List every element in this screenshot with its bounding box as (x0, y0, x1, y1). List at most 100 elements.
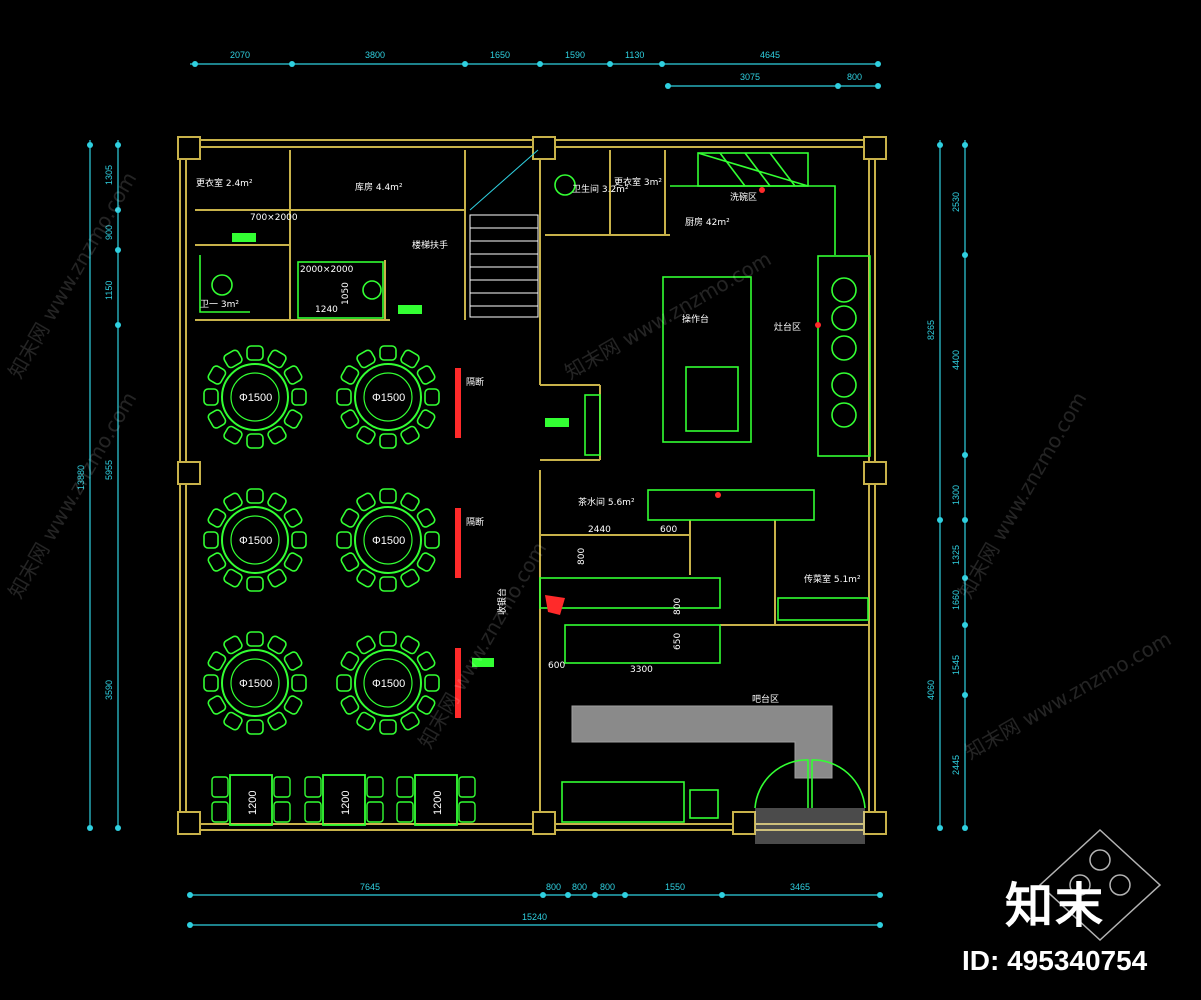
table-inner-ring (230, 515, 280, 565)
inner-dim-7: 800 (577, 548, 587, 565)
chair (416, 695, 436, 715)
inner-dim-3: 1240 (315, 305, 338, 315)
top-sub-dim-1: 3075 (740, 72, 760, 82)
chair (304, 776, 322, 798)
top-dim-5: 1130 (625, 50, 644, 60)
watermark-5: 知末网 www.znzmo.com (954, 388, 1092, 603)
chair (400, 425, 420, 445)
chair (267, 568, 287, 588)
table-inner-ring (363, 515, 413, 565)
left-dim-2: 900 (104, 225, 114, 240)
chair (356, 349, 376, 369)
room-label-cashier: 收银台 (496, 588, 508, 615)
room-label-tea: 茶水间 5.6m² (578, 496, 635, 508)
round-table: Φ1500 (203, 345, 307, 449)
chair (458, 776, 476, 798)
chair (223, 425, 243, 445)
right-dim-5: 1660 (951, 590, 961, 610)
table-top (354, 363, 422, 431)
staircase (469, 149, 539, 318)
round-table: Φ1500 (336, 345, 440, 449)
table-size-label: 1200 (340, 791, 352, 815)
entrance-doors (754, 759, 866, 809)
rect-table: 1200 (211, 774, 291, 826)
chair (400, 635, 420, 655)
inner-dim-8: 3300 (630, 665, 653, 675)
chair (203, 674, 219, 692)
inner-dim-10: 800 (673, 598, 683, 615)
round-table: Φ1500 (203, 488, 307, 592)
left-dim-5: 3590 (104, 680, 114, 700)
chair (223, 711, 243, 731)
table-size-label: Φ1500 (239, 535, 272, 547)
table-inner-ring (363, 658, 413, 708)
chair (400, 711, 420, 731)
inner-dim-6: 600 (660, 525, 677, 535)
chair (424, 674, 440, 692)
chair (379, 576, 397, 592)
chair (340, 552, 360, 572)
chair (203, 388, 219, 406)
table-size-label: Φ1500 (372, 535, 405, 547)
table-top (221, 506, 289, 574)
chair (400, 492, 420, 512)
watermark-2: 知末网 www.znzmo.com (4, 388, 142, 603)
chair (207, 651, 227, 671)
brand-logo: 知末 (1005, 878, 1106, 934)
left-dim-1: 1305 (104, 165, 114, 185)
table-top (322, 774, 366, 826)
top-dim-1: 2070 (230, 50, 250, 60)
chair (416, 508, 436, 528)
left-dim-4: 5955 (104, 460, 114, 480)
room-label-counter: 操作台 (682, 313, 709, 325)
bottom-dim-5: 1550 (665, 882, 685, 892)
room-label-wc1: 卫一 3m² (200, 300, 239, 310)
room-label-wc2: 卫生间 3.2m² (572, 183, 629, 195)
chair (273, 776, 291, 798)
watermark-6: 知末网 www.znzmo.com (961, 627, 1176, 765)
chair (283, 552, 303, 572)
round-table: Φ1500 (203, 631, 307, 735)
chair (246, 719, 264, 735)
chair (366, 801, 384, 823)
bottom-dim-4: 800 (600, 882, 615, 892)
watermark-1: 知末网 www.znzmo.com (4, 168, 142, 383)
dimension-ticks (87, 61, 968, 928)
chair (203, 531, 219, 549)
table-size-label: Φ1500 (372, 392, 405, 404)
columns (177, 136, 887, 835)
chair (400, 568, 420, 588)
entrance-mat (755, 808, 865, 844)
inner-dim-1: 700×2000 (250, 213, 298, 223)
chair (283, 508, 303, 528)
room-label-stove: 灶台区 (774, 321, 801, 333)
chair (223, 568, 243, 588)
chair (304, 801, 322, 823)
watermark-4: 知末网 www.znzmo.com (561, 247, 776, 385)
top-dim-4: 1590 (565, 50, 585, 60)
chair (267, 492, 287, 512)
chair (267, 635, 287, 655)
chair (356, 635, 376, 655)
chair (207, 409, 227, 429)
top-dim-2: 3800 (365, 50, 385, 60)
table-top (354, 506, 422, 574)
bottom-dim-2: 800 (546, 882, 561, 892)
chair (291, 531, 307, 549)
chair (416, 409, 436, 429)
inner-dim-5: 2440 (588, 525, 611, 535)
chair (340, 695, 360, 715)
chair (340, 365, 360, 385)
top-sub-dim-2: 800 (847, 72, 862, 82)
room-label-locker2: 更衣室 3m² (614, 176, 662, 188)
chair (416, 651, 436, 671)
green-markers (232, 233, 569, 667)
chair (246, 576, 264, 592)
right-total-dim-2: 4060 (926, 680, 936, 700)
right-dim-7: 2445 (951, 755, 961, 775)
chair (283, 409, 303, 429)
table-top (414, 774, 458, 826)
inner-dim-9: 600 (548, 661, 565, 671)
